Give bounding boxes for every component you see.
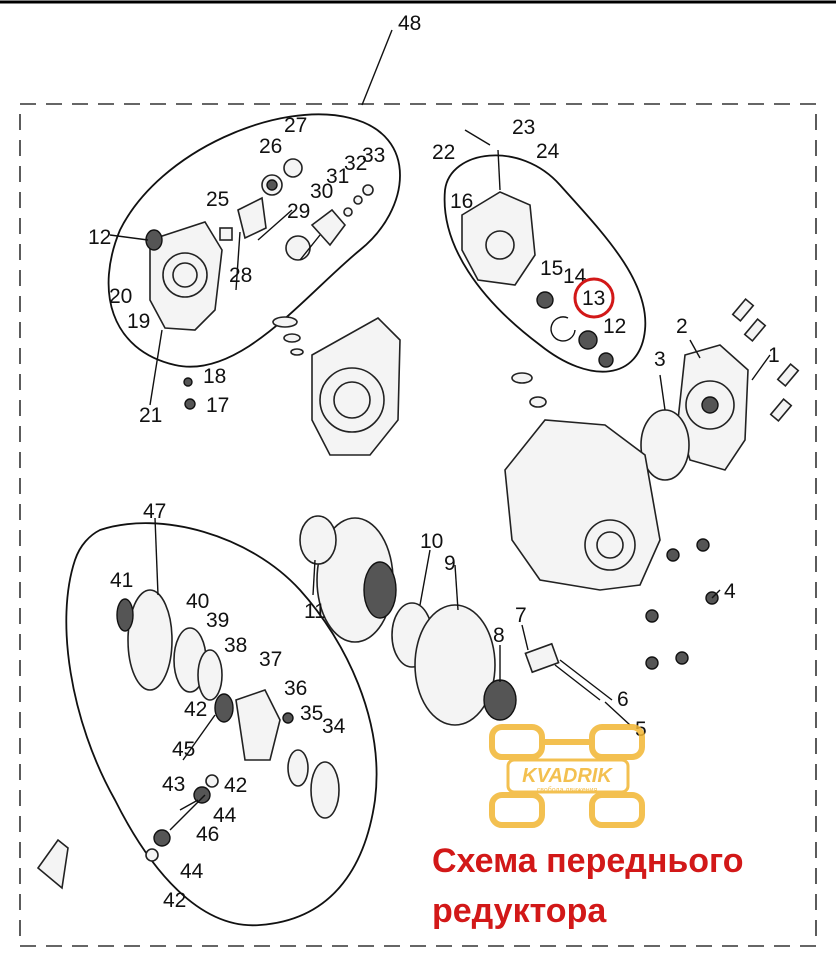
ring-gear-part bbox=[299, 515, 397, 643]
callout-45: 45 bbox=[172, 738, 195, 761]
shaft-30-part bbox=[310, 184, 374, 247]
callout-22: 22 bbox=[432, 141, 455, 164]
leader-lines bbox=[109, 29, 771, 811]
main-case-part bbox=[504, 372, 661, 591]
assembly-frame bbox=[19, 103, 817, 947]
callout-16: 16 bbox=[450, 190, 473, 213]
caption-line-2: редуктора bbox=[432, 892, 607, 930]
callout-29: 29 bbox=[287, 200, 310, 223]
input-housing-part bbox=[149, 221, 223, 331]
middle-housing-part bbox=[311, 317, 401, 456]
callout-6: 6 bbox=[617, 688, 629, 711]
bolts-4-part bbox=[645, 538, 719, 670]
callout-32: 32 bbox=[344, 152, 367, 175]
callout-28: 28 bbox=[229, 264, 252, 287]
callout-14: 14 bbox=[563, 265, 587, 288]
callout-4: 4 bbox=[724, 580, 736, 603]
callout-34: 34 bbox=[322, 715, 346, 738]
callout-10: 10 bbox=[420, 530, 443, 553]
callout-43: 43 bbox=[162, 773, 185, 796]
callout-9: 9 bbox=[444, 552, 456, 575]
callout-1: 1 bbox=[768, 344, 780, 367]
callout-12a: 12 bbox=[88, 226, 111, 249]
callout-36: 36 bbox=[284, 677, 307, 700]
o-ring-c bbox=[290, 348, 304, 356]
callout-2: 2 bbox=[676, 315, 688, 338]
bolts-1-part bbox=[731, 297, 800, 423]
gasket-9 bbox=[414, 604, 496, 726]
shift-housing-part bbox=[461, 129, 536, 286]
o-ring-b bbox=[283, 333, 301, 343]
callout-47: 47 bbox=[143, 500, 166, 523]
pinion-gear-part bbox=[219, 196, 267, 241]
callout-27: 27 bbox=[284, 114, 307, 137]
callout-12b: 12 bbox=[603, 315, 626, 338]
callout-21: 21 bbox=[139, 404, 162, 427]
watermark-tagline: свобода движения bbox=[537, 786, 598, 794]
callout-41: 41 bbox=[110, 569, 133, 592]
callout-40: 40 bbox=[186, 590, 209, 613]
callout-24: 24 bbox=[536, 140, 560, 163]
bolt-17-18-part bbox=[183, 377, 196, 410]
watermark-brand: KVADRIK bbox=[522, 765, 613, 787]
callout-48: 48 bbox=[398, 12, 421, 35]
callout-44a: 44 bbox=[213, 804, 237, 827]
o-ring-a bbox=[272, 316, 298, 328]
callout-33: 33 bbox=[362, 144, 385, 167]
differential-group-outline bbox=[65, 522, 378, 927]
watermark-logo: KVADRIK свобода движения bbox=[489, 724, 645, 828]
seal-12-left-part bbox=[145, 229, 163, 251]
callout-30: 30 bbox=[310, 180, 333, 203]
callout-42c: 42 bbox=[184, 698, 207, 721]
callout-13: 13 bbox=[582, 287, 605, 310]
callout-20: 20 bbox=[109, 285, 132, 308]
shift-housing-group-outline bbox=[443, 154, 647, 373]
atv-wheel-icon bbox=[489, 724, 645, 828]
callout-37: 37 bbox=[259, 648, 282, 671]
callout-38: 38 bbox=[224, 634, 247, 657]
highlight-ring bbox=[573, 277, 615, 319]
callout-11: 11 bbox=[304, 600, 326, 623]
callout-19: 19 bbox=[127, 310, 150, 333]
callout-44b: 44 bbox=[180, 860, 204, 883]
differential-internals-part bbox=[116, 589, 340, 862]
callout-25: 25 bbox=[206, 188, 229, 211]
input-housing-group-outline bbox=[107, 113, 401, 368]
callout-23: 23 bbox=[512, 116, 535, 139]
front-direction-arrow bbox=[36, 838, 69, 890]
bearing-8-part bbox=[483, 679, 517, 721]
seal-12-right-part bbox=[536, 291, 614, 368]
callout-17: 17 bbox=[206, 394, 229, 417]
callout-8: 8 bbox=[493, 624, 505, 647]
callout-42a: 42 bbox=[224, 774, 247, 797]
callout-42b: 42 bbox=[163, 889, 186, 912]
callout-3: 3 bbox=[654, 348, 666, 371]
callout-31: 31 bbox=[326, 165, 349, 188]
callout-46: 46 bbox=[196, 823, 219, 846]
callout-26: 26 bbox=[259, 135, 282, 158]
shift-fork-5-7-part bbox=[524, 642, 601, 701]
callout-39: 39 bbox=[206, 609, 229, 632]
callout-7: 7 bbox=[515, 604, 527, 627]
caption-line-1: Схема переднього bbox=[432, 842, 744, 880]
callout-15: 15 bbox=[540, 257, 563, 280]
callout-18: 18 bbox=[203, 365, 226, 388]
callout-35: 35 bbox=[300, 702, 323, 725]
diagram-caption: Схема переднього редуктора bbox=[432, 836, 832, 936]
